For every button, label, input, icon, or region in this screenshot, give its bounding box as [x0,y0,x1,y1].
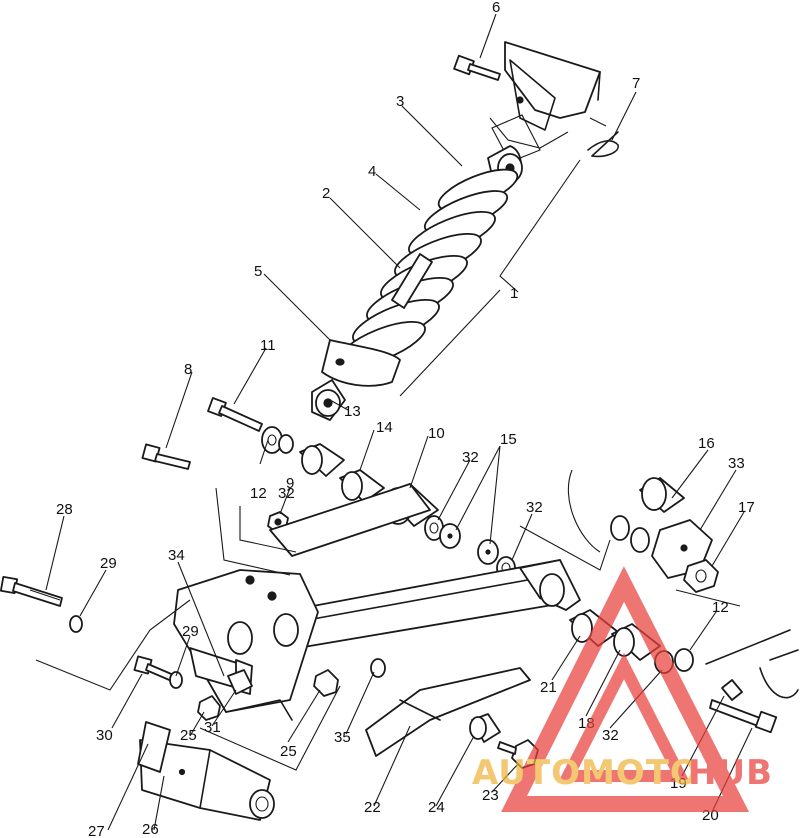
washer-35 [370,658,386,678]
guard-22 [365,667,531,757]
callout-26: 26 [142,821,159,838]
automotohub-watermark: AUTOMOTO HUB [472,566,773,812]
callout-13: 13 [344,403,361,420]
callout-33: 33 [728,455,745,472]
bushing-16 [639,477,685,513]
callout-32-lower: 32 [602,727,619,744]
callout-8: 8 [184,361,192,378]
watermark-triangle-outer [501,566,750,812]
callout-29-left: 29 [100,555,117,572]
mount-bolt [453,54,501,81]
upper-mount-bracket [491,41,601,163]
washer-32-c [610,515,650,553]
bolt-28 [0,575,63,607]
callout-34: 34 [168,547,185,564]
callout-28: 28 [56,501,73,518]
callout-14: 14 [376,419,393,436]
nut-25-left [197,695,221,721]
swing-arm [269,483,581,651]
callout-7: 7 [632,75,640,92]
watermark-triangle-inner [558,652,690,782]
callout-5: 5 [254,263,262,280]
callout-22: 22 [364,799,381,816]
callout-numbers: 6 7 3 4 2 5 1 11 8 13 14 10 32 15 32 16 … [56,0,755,838]
pivot-bracket [173,569,319,721]
callout-1: 1 [510,285,518,302]
shock-absorber-assembly [311,145,523,421]
callout-21: 21 [540,679,557,696]
callout-10: 10 [428,425,445,442]
callout-32-left: 32 [278,485,295,502]
callout-25-right: 25 [280,743,297,760]
callout-35: 35 [334,729,351,746]
chain-guard-right [567,469,799,699]
washer-15-b [477,539,499,565]
nut-17 [683,559,719,593]
callout-4: 4 [368,163,376,180]
callout-2: 2 [322,185,330,202]
nut-25-right [313,669,339,697]
callout-17: 17 [738,499,755,516]
callout-16: 16 [698,435,715,452]
part-31 [227,669,253,695]
callout-25-left: 25 [180,727,197,744]
callout-24: 24 [428,799,445,816]
bolt-11 [207,397,263,432]
bushing-14 [339,469,385,503]
housing-26 [139,739,275,821]
watermark-text-hub: HUB [688,753,773,793]
callout-12-right: 12 [712,599,729,616]
spacer-24 [469,713,501,743]
reference-outlines [35,117,741,771]
callout-6: 6 [492,0,500,16]
callout-30: 30 [96,727,113,744]
washer-29-lower [169,671,183,689]
callout-12-left: 12 [250,485,267,502]
washer-12-upper [261,426,294,454]
callout-9: 9 [286,475,294,492]
bolt-8 [141,443,191,470]
callout-27: 27 [88,823,105,838]
watermark-text-automoto: AUTOMOTO [472,753,700,793]
callout-32-upper: 32 [462,449,479,466]
callout-32-mid: 32 [526,499,543,516]
bushing-18 [611,623,661,661]
callout-15: 15 [500,431,517,448]
washer-29-left [69,615,83,633]
callout-11: 11 [260,337,276,354]
clip-27 [137,721,171,773]
bushing-13 [299,443,345,477]
callout-29-lower: 29 [182,623,199,640]
callout-31: 31 [204,719,221,736]
bolt-20 [709,679,778,734]
callout-3: 3 [396,93,404,110]
washer-15-a [439,523,461,549]
callout-23: 23 [482,787,499,804]
